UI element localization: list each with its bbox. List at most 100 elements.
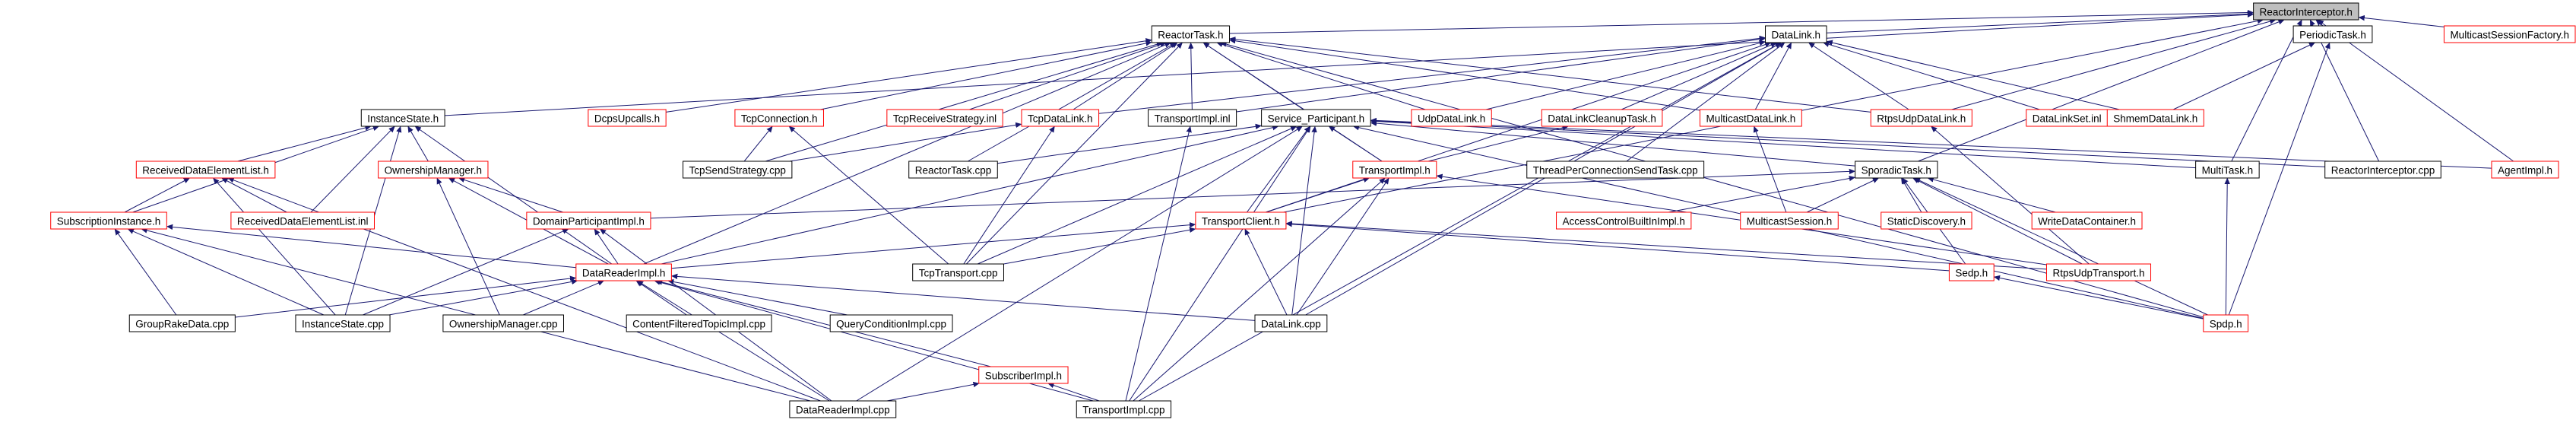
- node-label: PeriodicTask.h: [2299, 30, 2366, 41]
- edge-queryconditionimpl-cpp-to-datareaderimpl-h: [673, 281, 848, 316]
- edge-datalinkcleanuptask-h-to-datalink-h: [1621, 45, 1772, 110]
- node-receiveddataelementlist-h[interactable]: ReceivedDataElementList.h: [135, 161, 276, 179]
- node-writedatacontainer-h[interactable]: WriteDataContainer.h: [2031, 211, 2143, 230]
- node-label: ReceivedDataElementList.h: [142, 165, 269, 176]
- edge-spdp-h-to-sedp-h: [1999, 278, 2204, 320]
- node-datalinkset-inl[interactable]: DataLinkSet.inl: [2026, 109, 2109, 127]
- node-tcpdatalink-h[interactable]: TcpDataLink.h: [1021, 109, 1100, 127]
- edge-ownershipmanager-cpp-to-datareaderimpl-h: [523, 283, 599, 316]
- node-instancestate-h[interactable]: InstanceState.h: [360, 109, 445, 127]
- node-subscriptioninstance-h[interactable]: SubscriptionInstance.h: [50, 211, 167, 230]
- node-label: SubscriptionInstance.h: [57, 216, 161, 227]
- node-box: [1740, 211, 1839, 230]
- node-ownershipmanager-h[interactable]: OwnershipManager.h: [378, 161, 489, 179]
- node-instancestate-cpp[interactable]: InstanceState.cpp: [295, 314, 391, 332]
- node-box: [1021, 109, 1100, 127]
- edge-datareaderimpl-h-to-domainparticipantimpl-h: [597, 234, 619, 265]
- edge-spdp-h-to-reactortask-h: [1226, 44, 2204, 318]
- edge-multicastdatalink-h-to-datalink-h: [1754, 47, 1789, 110]
- node-subscriberimpl-h[interactable]: SubscriberImpl.h: [978, 366, 1069, 384]
- edge-datalinkset-inl-to-datalink-h: [1828, 44, 2040, 110]
- node-spdp-h[interactable]: Spdp.h: [2203, 314, 2249, 332]
- node-receiveddataelementlist-inl[interactable]: ReceivedDataElementList.inl: [230, 211, 375, 230]
- node-label: MulticastDataLink.h: [1706, 113, 1795, 125]
- node-tcpconnection-h[interactable]: TcpConnection.h: [734, 109, 824, 127]
- edge-threadperconnectionsendtask-cpp-to-datalink-h: [1626, 46, 1781, 162]
- node-label: QueryConditionImpl.cpp: [836, 319, 946, 330]
- edge-datalink-h-to-reactorinterceptor-h: [1827, 14, 2248, 33]
- node-threadperconnectionsendtask-cpp[interactable]: ThreadPerConnectionSendTask.cpp: [1526, 161, 1705, 179]
- node-datalinkcleanuptask-h[interactable]: DataLinkCleanupTask.h: [1541, 109, 1663, 127]
- edge-datareaderimpl-cpp-to-subscriberimpl-h: [886, 384, 974, 402]
- node-label: TcpSendStrategy.cpp: [689, 165, 786, 176]
- node-multicastsessionfactory-h[interactable]: MulticastSessionFactory.h: [2443, 25, 2576, 43]
- node-multicastdatalink-h[interactable]: MulticastDataLink.h: [1699, 109, 1802, 127]
- node-contentfilteredtopicimpl-cpp[interactable]: ContentFilteredTopicImpl.cpp: [626, 314, 772, 332]
- edge-transportimpl-inl-to-datalink-h: [1236, 40, 1760, 113]
- node-label: ContentFilteredTopicImpl.cpp: [632, 319, 765, 330]
- edge-shmemdatalink-h-to-datalink-h: [1832, 43, 2120, 110]
- node-box: [829, 314, 953, 332]
- node-box: [1699, 109, 1802, 127]
- node-rtpsudptransport-h[interactable]: RtpsUdpTransport.h: [2045, 263, 2152, 281]
- node-transportclient-h[interactable]: TransportClient.h: [1195, 211, 1287, 230]
- edge-transportimpl-cpp-to-transportimpl-inl: [1125, 132, 1189, 402]
- node-datareaderimpl-h[interactable]: DataReaderImpl.h: [575, 263, 672, 281]
- edge-transportimpl-h-to-service-participant-h: [1333, 129, 1383, 162]
- node-box: [1352, 161, 1437, 179]
- node-box: [1855, 161, 1938, 179]
- node-tcpreceivestrategy-inl[interactable]: TcpReceiveStrategy.inl: [886, 109, 1003, 127]
- node-grouprakedata-cpp[interactable]: GroupRakeData.cpp: [128, 314, 236, 332]
- node-sedp-h[interactable]: Sedp.h: [1948, 263, 1995, 281]
- edge-instancestate-h-to-reactorinterceptor-h: [445, 14, 2248, 116]
- node-reactorinterceptor-h[interactable]: ReactorInterceptor.h: [2253, 2, 2359, 21]
- node-staticdiscovery-h[interactable]: StaticDiscovery.h: [1881, 211, 1972, 230]
- node-periodictask-h[interactable]: PeriodicTask.h: [2292, 25, 2373, 43]
- node-multicastsession-h[interactable]: MulticastSession.h: [1740, 211, 1839, 230]
- node-agentimpl-h[interactable]: AgentImpl.h: [2491, 161, 2559, 179]
- edge-multicastsession-h-to-multicastdatalink-h: [1756, 132, 1787, 213]
- edge-transportclient-h-to-service-participant-h: [1247, 131, 1307, 213]
- node-box: [1881, 211, 1972, 230]
- edge-udpdatalink-h-to-reactortask-h: [1221, 44, 1426, 110]
- node-transportimpl-inl[interactable]: TransportImpl.inl: [1148, 109, 1237, 127]
- node-ownershipmanager-cpp[interactable]: OwnershipManager.cpp: [442, 314, 564, 332]
- edge-multicastsession-h-to-sporadictask-h: [1806, 180, 1874, 213]
- node-datalink-h[interactable]: DataLink.h: [1765, 25, 1827, 43]
- node-sporadictask-h[interactable]: SporadicTask.h: [1855, 161, 1938, 179]
- edge-datareaderimpl-h-to-reactortask-h: [643, 45, 1166, 265]
- edge-spdp-h-to-multitask-h: [2226, 183, 2227, 316]
- node-rtpsudpdatalink-h[interactable]: RtpsUdpDataLink.h: [1870, 109, 1972, 127]
- edge-rtpsudptransport-h-to-transportclient-h: [1291, 224, 2047, 270]
- node-transportimpl-h[interactable]: TransportImpl.h: [1352, 161, 1437, 179]
- edge-domainparticipantimpl-h-to-ownershipmanager-h: [464, 180, 563, 213]
- node-queryconditionimpl-cpp[interactable]: QueryConditionImpl.cpp: [829, 314, 953, 332]
- node-dcpsupcalls-h[interactable]: DcpsUpcalls.h: [588, 109, 667, 127]
- node-udpdatalink-h[interactable]: UdpDataLink.h: [1411, 109, 1492, 127]
- node-box: [908, 161, 998, 179]
- node-domainparticipantimpl-h[interactable]: DomainParticipantImpl.h: [526, 211, 651, 230]
- edge-multitask-h-to-reactorinterceptor-h: [2231, 24, 2299, 162]
- node-transportimpl-cpp[interactable]: TransportImpl.cpp: [1076, 400, 1172, 418]
- node-box: [626, 314, 772, 332]
- node-reactortask-h[interactable]: ReactorTask.h: [1151, 25, 1231, 43]
- node-shmemdatalink-h[interactable]: ShmemDataLink.h: [2106, 109, 2204, 127]
- node-box: [1948, 263, 1995, 281]
- edge-datalink-cpp-to-datareaderimpl-h: [676, 276, 1256, 321]
- node-reactorinterceptor-cpp[interactable]: ReactorInterceptor.cpp: [2324, 161, 2441, 179]
- node-box: [1526, 161, 1705, 179]
- edge-multitask-h-to-service-participant-h: [1376, 121, 2196, 169]
- node-multitask-h[interactable]: MultiTask.h: [2195, 161, 2260, 179]
- node-datalink-cpp[interactable]: DataLink.cpp: [1254, 314, 1328, 332]
- edge-reactortask-cpp-to-reactortask-h: [968, 45, 1171, 162]
- node-reactortask-cpp[interactable]: ReactorTask.cpp: [908, 161, 998, 179]
- edge-layer: [118, 13, 2514, 402]
- node-datareaderimpl-cpp[interactable]: DataReaderImpl.cpp: [789, 400, 897, 418]
- node-tcpsendstrategy-cpp[interactable]: TcpSendStrategy.cpp: [683, 161, 793, 179]
- node-label: DcpsUpcalls.h: [594, 113, 660, 125]
- node-service-participant-h[interactable]: Service_Participant.h: [1261, 109, 1371, 127]
- node-box: [1076, 400, 1172, 418]
- node-tcptransport-cpp[interactable]: TcpTransport.cpp: [912, 263, 1004, 281]
- node-accesscontrolbuiltinimpl-h[interactable]: AccessControlBuiltInImpl.h: [1556, 211, 1692, 230]
- node-label: RtpsUdpDataLink.h: [1877, 113, 1966, 125]
